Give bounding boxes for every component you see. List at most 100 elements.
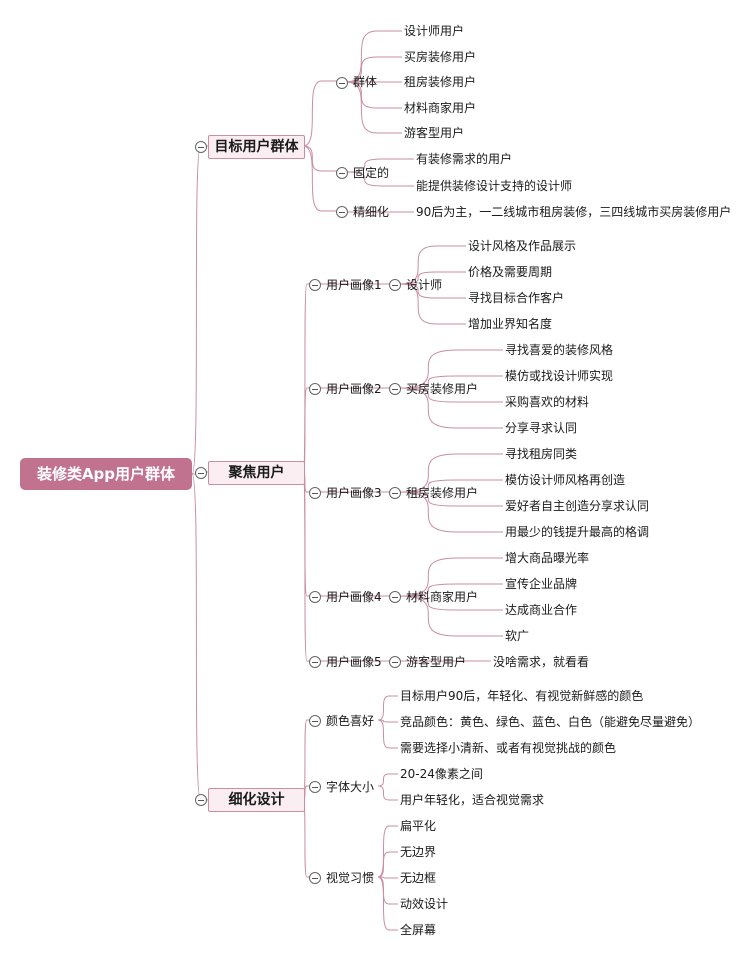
persona-label[interactable]: 用户画像4 [326,590,382,604]
collapse-toggle-icon[interactable] [309,656,321,668]
list-item[interactable]: 设计风格及作品展示 [468,239,577,253]
refined-label[interactable]: 精细化 [353,205,390,219]
persona-label[interactable]: 用户画像1 [326,278,382,292]
list-item[interactable]: 材料商家用户 [404,101,477,115]
connector-line [377,876,398,931]
connector-line [377,719,398,723]
list-item[interactable]: 有装修需求的用户 [416,152,513,166]
fixed-label[interactable]: 固定的 [353,166,390,180]
collapse-toggle-icon[interactable] [309,715,321,727]
connector-line [399,387,503,429]
list-item[interactable]: 20-24像素之间 [400,767,483,781]
list-item[interactable]: 游客型用户 [404,126,465,140]
list-item[interactable]: 价格及需要周期 [468,265,553,279]
list-item[interactable]: 宣传企业品牌 [505,577,578,591]
list-item[interactable]: 竞品颜色：黄色、绿色、蓝色、白色（能避免尽量避免） [400,715,701,729]
collapse-toggle-icon[interactable] [336,206,348,218]
color-preference-label[interactable]: 颜色喜好 [326,714,375,728]
connector-line [345,56,402,83]
persona-type[interactable]: 材料商家用户 [406,590,479,604]
collapse-toggle-icon[interactable] [389,383,401,395]
group-label[interactable]: 群体 [353,75,378,89]
connector-line [399,387,503,403]
root-connector [191,473,208,801]
list-item[interactable]: 目标用户90后，年轻化、有视觉新鲜感的颜色 [400,689,644,703]
list-item[interactable]: 能提供装修设计支持的设计师 [416,179,573,193]
list-item[interactable]: 租房装修用户 [404,75,477,89]
connector-line [399,453,503,493]
collapse-toggle-icon[interactable] [336,77,348,89]
list-item[interactable]: 寻找目标合作客户 [468,291,565,305]
branch-target-users[interactable]: 目标用户群体 [208,135,305,159]
connector-line [399,283,466,299]
root-topic[interactable]: 装修类App用户群体 [20,458,192,490]
connector-line [399,491,503,533]
connector-line [377,825,398,878]
persona-type[interactable]: 买房装修用户 [406,382,479,396]
connector-line [399,349,503,389]
connector-line [377,695,398,721]
list-item[interactable]: 寻找租房同类 [505,447,578,461]
list-item[interactable]: 寻找喜爱的装修风格 [505,343,614,357]
persona-type[interactable]: 租房装修用户 [406,486,479,500]
collapse-toggle-icon[interactable] [389,656,401,668]
collapse-toggle-icon[interactable] [309,872,321,884]
list-item[interactable]: 爱好者自主创造分享求认同 [505,499,650,513]
list-item[interactable]: 扁平化 [400,819,437,833]
collapse-toggle-icon[interactable] [336,167,348,179]
collapse-toggle-icon[interactable] [309,279,321,291]
connector-line [377,719,398,749]
list-item[interactable]: 模仿或找设计师实现 [505,369,614,383]
list-item[interactable]: 增加业界知名度 [468,317,553,331]
visual-habit-label[interactable]: 视觉习惯 [326,871,375,885]
collapse-toggle-icon[interactable] [195,141,207,153]
connector-line [399,583,503,597]
persona-label[interactable]: 用户画像3 [326,486,382,500]
collapse-toggle-icon[interactable] [389,591,401,603]
collapse-toggle-icon[interactable] [195,794,207,806]
connector-line [302,471,310,662]
connector-line [345,30,402,83]
list-item[interactable]: 增大商品曝光率 [505,551,590,565]
connector-line [302,283,310,473]
persona-label[interactable]: 用户画像5 [326,655,382,669]
list-item[interactable]: 全屏幕 [400,923,437,937]
collapse-toggle-icon[interactable] [195,467,207,479]
collapse-toggle-icon[interactable] [309,591,321,603]
list-item[interactable]: 需要选择小清新、或者有视觉挑战的颜色 [400,741,617,755]
collapse-toggle-icon[interactable] [389,279,401,291]
connector-line [399,479,503,493]
list-item[interactable]: 无边框 [400,871,437,885]
list-item[interactable]: 买房装修用户 [404,50,477,64]
list-item[interactable]: 分享寻求认同 [505,421,578,435]
branch-detail-design[interactable]: 细化设计 [208,788,305,812]
persona-label[interactable]: 用户画像2 [326,382,382,396]
connector-line [399,595,503,611]
list-item[interactable]: 用最少的钱提升最高的格调 [505,525,650,539]
list-item[interactable]: 模仿设计师风格再创造 [505,473,626,487]
connector-line [399,245,466,285]
connector-line [302,145,337,172]
persona-type[interactable]: 游客型用户 [406,655,467,669]
collapse-toggle-icon[interactable] [389,487,401,499]
list-item[interactable]: 无边界 [400,845,437,859]
list-item[interactable]: 采购喜欢的材料 [505,395,590,409]
list-item[interactable]: 达成商业合作 [505,603,578,617]
list-item[interactable]: 用户年轻化，适合视觉需求 [400,793,545,807]
list-item[interactable]: 动效设计 [400,897,449,911]
connector-line [377,876,398,879]
list-item[interactable]: 设计师用户 [404,24,465,38]
collapse-toggle-icon[interactable] [309,487,321,499]
font-size-label[interactable]: 字体大小 [326,780,375,794]
persona-type[interactable]: 设计师 [406,278,443,292]
collapse-toggle-icon[interactable] [309,781,321,793]
list-item[interactable]: 软广 [505,629,530,643]
list-item[interactable]: 没啥需求，就看看 [493,655,590,669]
branch-focus-users[interactable]: 聚焦用户 [208,461,305,485]
connector-line [399,595,503,637]
connector-line [399,375,503,389]
list-item[interactable]: 90后为主，一二线城市租房装修，三四线城市买房装修用户 [416,205,732,219]
collapse-toggle-icon[interactable] [309,383,321,395]
